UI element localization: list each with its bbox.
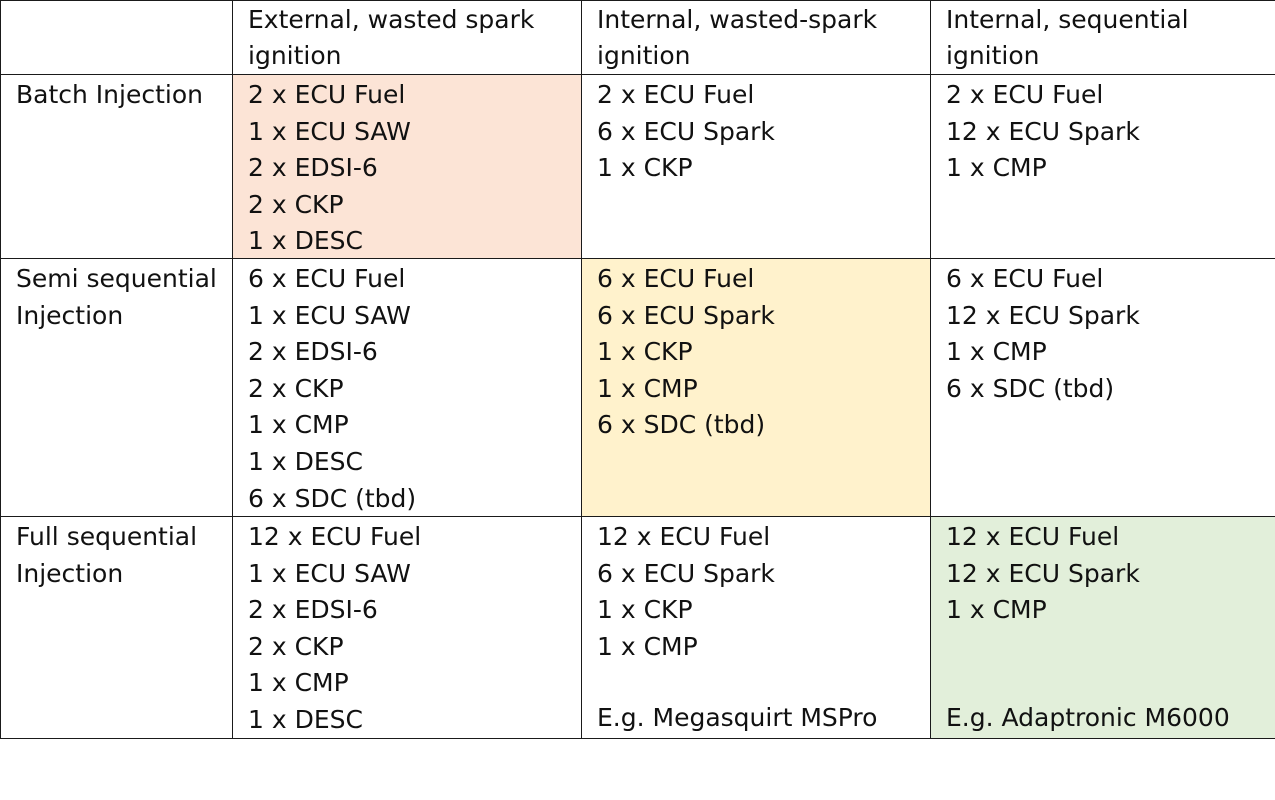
component-line: 2 x ECU Fuel xyxy=(946,80,1104,109)
component-line: 1 x CKP xyxy=(597,337,693,367)
component-line: 12 x ECU Spark xyxy=(946,300,1140,330)
row-label-text: Batch Injection xyxy=(16,80,203,109)
example-product-text: E.g. Adaptronic M6000 xyxy=(946,703,1230,733)
header-text-line: ignition xyxy=(946,41,1040,70)
cell-batch-internal-sequential: 2 x ECU Fuel 12 x ECU Spark 1 x CMP xyxy=(931,75,1275,259)
component-line: 2 x EDSI-6 xyxy=(248,595,378,625)
row-label-batch-injection: Batch Injection xyxy=(0,75,233,259)
component-line: 6 x ECU Spark xyxy=(597,558,775,588)
component-line: 12 x ECU Spark xyxy=(946,116,1140,146)
component-line: 2 x CKP xyxy=(248,189,344,219)
component-line: 1 x CMP xyxy=(946,595,1047,625)
row-label-text: Injection xyxy=(16,558,124,588)
component-line: 1 x DESC xyxy=(248,704,363,734)
component-line: 1 x DESC xyxy=(248,226,363,256)
component-line: 1 x ECU SAW xyxy=(248,300,411,330)
header-internal-wasted-spark: Internal, wasted-spark ignition xyxy=(582,0,931,75)
cell-full-internal-sequential: 12 x ECU Fuel 12 x ECU Spark 1 x CMP E.g… xyxy=(931,517,1275,739)
header-text-line: External, wasted spark xyxy=(248,5,535,34)
component-line: 6 x ECU Fuel xyxy=(597,264,755,293)
row-label-text: Full sequential xyxy=(16,522,198,551)
component-line: 12 x ECU Fuel xyxy=(248,522,422,551)
component-line: 1 x CMP xyxy=(946,153,1047,183)
component-line: 1 x DESC xyxy=(248,446,363,476)
cell-batch-internal-wasted-spark: 2 x ECU Fuel 6 x ECU Spark 1 x CKP xyxy=(582,75,931,259)
component-line: 2 x CKP xyxy=(248,631,344,661)
component-line: 6 x ECU Spark xyxy=(597,116,775,146)
component-line: 1 x CMP xyxy=(946,337,1047,367)
component-line: 1 x CMP xyxy=(597,373,698,403)
component-line: 2 x ECU Fuel xyxy=(597,80,755,109)
component-line: 12 x ECU Fuel xyxy=(946,522,1120,551)
component-line: 1 x CMP xyxy=(597,631,698,661)
header-internal-sequential: Internal, sequential ignition xyxy=(931,0,1275,75)
component-line: 1 x CKP xyxy=(597,153,693,183)
component-line: 6 x ECU Spark xyxy=(597,300,775,330)
header-text-line: ignition xyxy=(597,41,691,70)
comparison-table: External, wasted spark ignition Internal… xyxy=(0,0,1275,739)
cell-batch-external-wasted-spark: 2 x ECU Fuel 1 x ECU SAW 2 x EDSI-6 2 x … xyxy=(233,75,582,259)
row-label-semi-sequential-injection: Semi sequential Injection xyxy=(0,259,233,517)
component-line: 2 x EDSI-6 xyxy=(248,337,378,367)
row-label-full-sequential-injection: Full sequential Injection xyxy=(0,517,233,739)
component-line: 1 x ECU SAW xyxy=(248,558,411,588)
example-product-text: E.g. Megasquirt MSPro xyxy=(597,703,878,733)
component-line: 6 x SDC (tbd) xyxy=(248,483,417,513)
header-text-line: Internal, sequential xyxy=(946,5,1189,34)
cell-full-external-wasted-spark: 12 x ECU Fuel 1 x ECU SAW 2 x EDSI-6 2 x… xyxy=(233,517,582,739)
component-line: 1 x ECU SAW xyxy=(248,116,411,146)
component-line: 6 x ECU Fuel xyxy=(248,264,406,293)
header-external-wasted-spark: External, wasted spark ignition xyxy=(233,0,582,75)
cell-semi-external-wasted-spark: 6 x ECU Fuel 1 x ECU SAW 2 x EDSI-6 2 x … xyxy=(233,259,582,517)
header-corner-cell xyxy=(0,0,233,75)
component-line: 12 x ECU Spark xyxy=(946,558,1140,588)
component-line: 1 x CKP xyxy=(597,595,693,625)
header-text-line: Internal, wasted-spark xyxy=(597,5,878,34)
header-text-line: ignition xyxy=(248,41,342,70)
cell-full-internal-wasted-spark: 12 x ECU Fuel 6 x ECU Spark 1 x CKP 1 x … xyxy=(582,517,931,739)
component-line: 1 x CMP xyxy=(248,410,349,440)
row-label-text: Semi sequential xyxy=(16,264,217,293)
component-line: 6 x ECU Fuel xyxy=(946,264,1104,293)
cell-semi-internal-wasted-spark: 6 x ECU Fuel 6 x ECU Spark 1 x CKP 1 x C… xyxy=(582,259,931,517)
component-line: 2 x ECU Fuel xyxy=(248,80,406,109)
row-label-text: Injection xyxy=(16,300,124,330)
component-line: 12 x ECU Fuel xyxy=(597,522,771,551)
cell-semi-internal-sequential: 6 x ECU Fuel 12 x ECU Spark 1 x CMP 6 x … xyxy=(931,259,1275,517)
component-line: 1 x CMP xyxy=(248,668,349,698)
component-line: 6 x SDC (tbd) xyxy=(597,410,766,440)
component-line: 2 x EDSI-6 xyxy=(248,153,378,183)
component-line: 2 x CKP xyxy=(248,373,344,403)
component-line: 6 x SDC (tbd) xyxy=(946,373,1115,403)
